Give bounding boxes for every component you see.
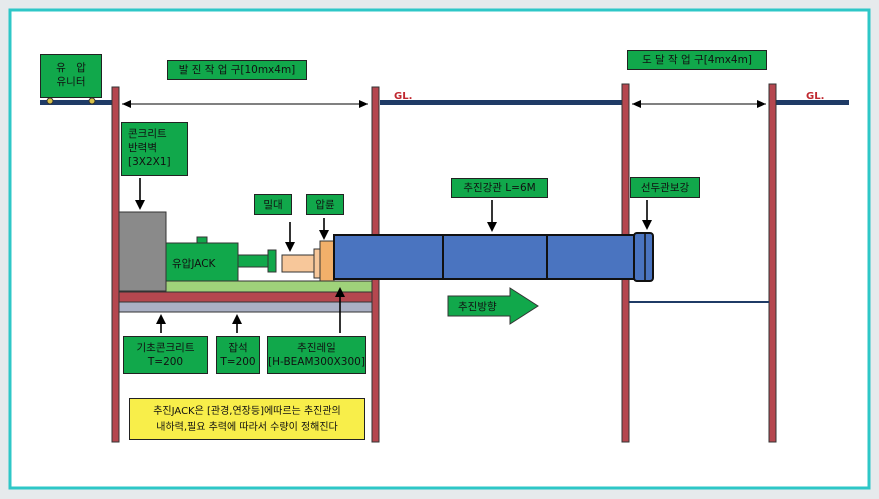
ground-line-middle — [380, 100, 622, 105]
launch-shaft-label: 발 진 작 업 구[10mx4m] — [167, 60, 307, 80]
steel-pipe-label: 추진강관 L=6M — [451, 178, 548, 198]
foundation-line1: 기초콘크리트 — [136, 342, 195, 354]
foundation-line2: T=200 — [147, 356, 184, 368]
pressure-ring-label: 압륜 — [306, 194, 344, 215]
hydraulic-unit-line1: 유 압 — [56, 62, 86, 74]
hydraulic-unit-label: 유 압 유니터 — [40, 54, 102, 98]
hydraulic-jack-body — [165, 242, 239, 282]
gravel-bed — [118, 301, 373, 313]
leading-pipe-label: 선두관보강 — [630, 177, 700, 198]
arrival-shaft-label: 도 달 작 업 구[4mx4m] — [627, 50, 767, 70]
dimension-arrowhead — [757, 100, 766, 108]
dimension-arrowhead — [122, 100, 131, 108]
rail-line1: 추진레일 — [297, 342, 336, 354]
arrowhead — [156, 314, 166, 324]
reaction-wall-line3: [3X2X1] — [128, 156, 171, 168]
dimension-arrowhead — [632, 100, 641, 108]
arrowhead — [335, 287, 345, 297]
reaction-wall-line1: 콘크리트 — [128, 128, 167, 140]
reaction-wall-block — [118, 211, 167, 292]
jack-valve — [196, 236, 208, 244]
pressure-ring — [319, 240, 335, 282]
ground-level-label-left: GL. — [394, 91, 413, 102]
ground-level-label-right: GL. — [806, 91, 825, 102]
unit-wheel — [46, 97, 54, 105]
arrowhead — [135, 200, 145, 210]
launch-shaft-left-wall — [111, 86, 120, 443]
ground-line-right — [776, 100, 849, 105]
arrowhead — [285, 242, 295, 252]
steel-pipe — [333, 234, 635, 280]
reaction-wall-line2: 반력벽 — [128, 142, 157, 154]
arrowhead — [642, 220, 652, 230]
note-box: 추진JACK은 [관경,연장등]에따르는 추진관의 내하력,필요 추력에 따라서… — [129, 398, 365, 440]
jack-flange — [267, 249, 277, 273]
arrowhead — [487, 222, 497, 232]
ground-line-left — [40, 100, 112, 105]
unit-wheel — [88, 97, 96, 105]
arrowhead — [232, 314, 242, 324]
dimension-arrowhead — [359, 100, 368, 108]
direction-label: 추진방향 — [458, 301, 497, 313]
foundation-concrete-slab — [118, 291, 373, 303]
direction-arrow — [447, 287, 539, 325]
foundation-label: 기초콘크리트 T=200 — [123, 336, 208, 374]
push-block — [281, 254, 315, 273]
leading-pipe-reinforcement — [633, 232, 654, 282]
hydraulic-unit-line2: 유니터 — [56, 76, 86, 88]
push-block-label: 밀대 — [254, 194, 292, 215]
note-line1: 추진JACK은 [관경,연장등]에따르는 추진관의 — [153, 406, 341, 417]
pressure-ring-plate — [313, 248, 321, 279]
jack-rod — [237, 254, 269, 268]
jack-label: 유압JACK — [172, 258, 216, 270]
arrowhead — [319, 230, 329, 240]
rail-line2: [H-BEAM300X300] — [268, 356, 365, 368]
rail-label: 추진레일 [H-BEAM300X300] — [267, 336, 366, 374]
gravel-line1: 잡석 — [228, 342, 248, 354]
gravel-label: 잡석 T=200 — [216, 336, 260, 374]
reaction-wall-label: 콘크리트 반력벽 [3X2X1] — [121, 122, 188, 176]
gravel-line2: T=200 — [220, 356, 256, 368]
arrival-shaft-right-wall — [768, 83, 777, 443]
note-line2: 내하력,필요 추력에 따라서 수량이 정해진다 — [156, 422, 338, 433]
